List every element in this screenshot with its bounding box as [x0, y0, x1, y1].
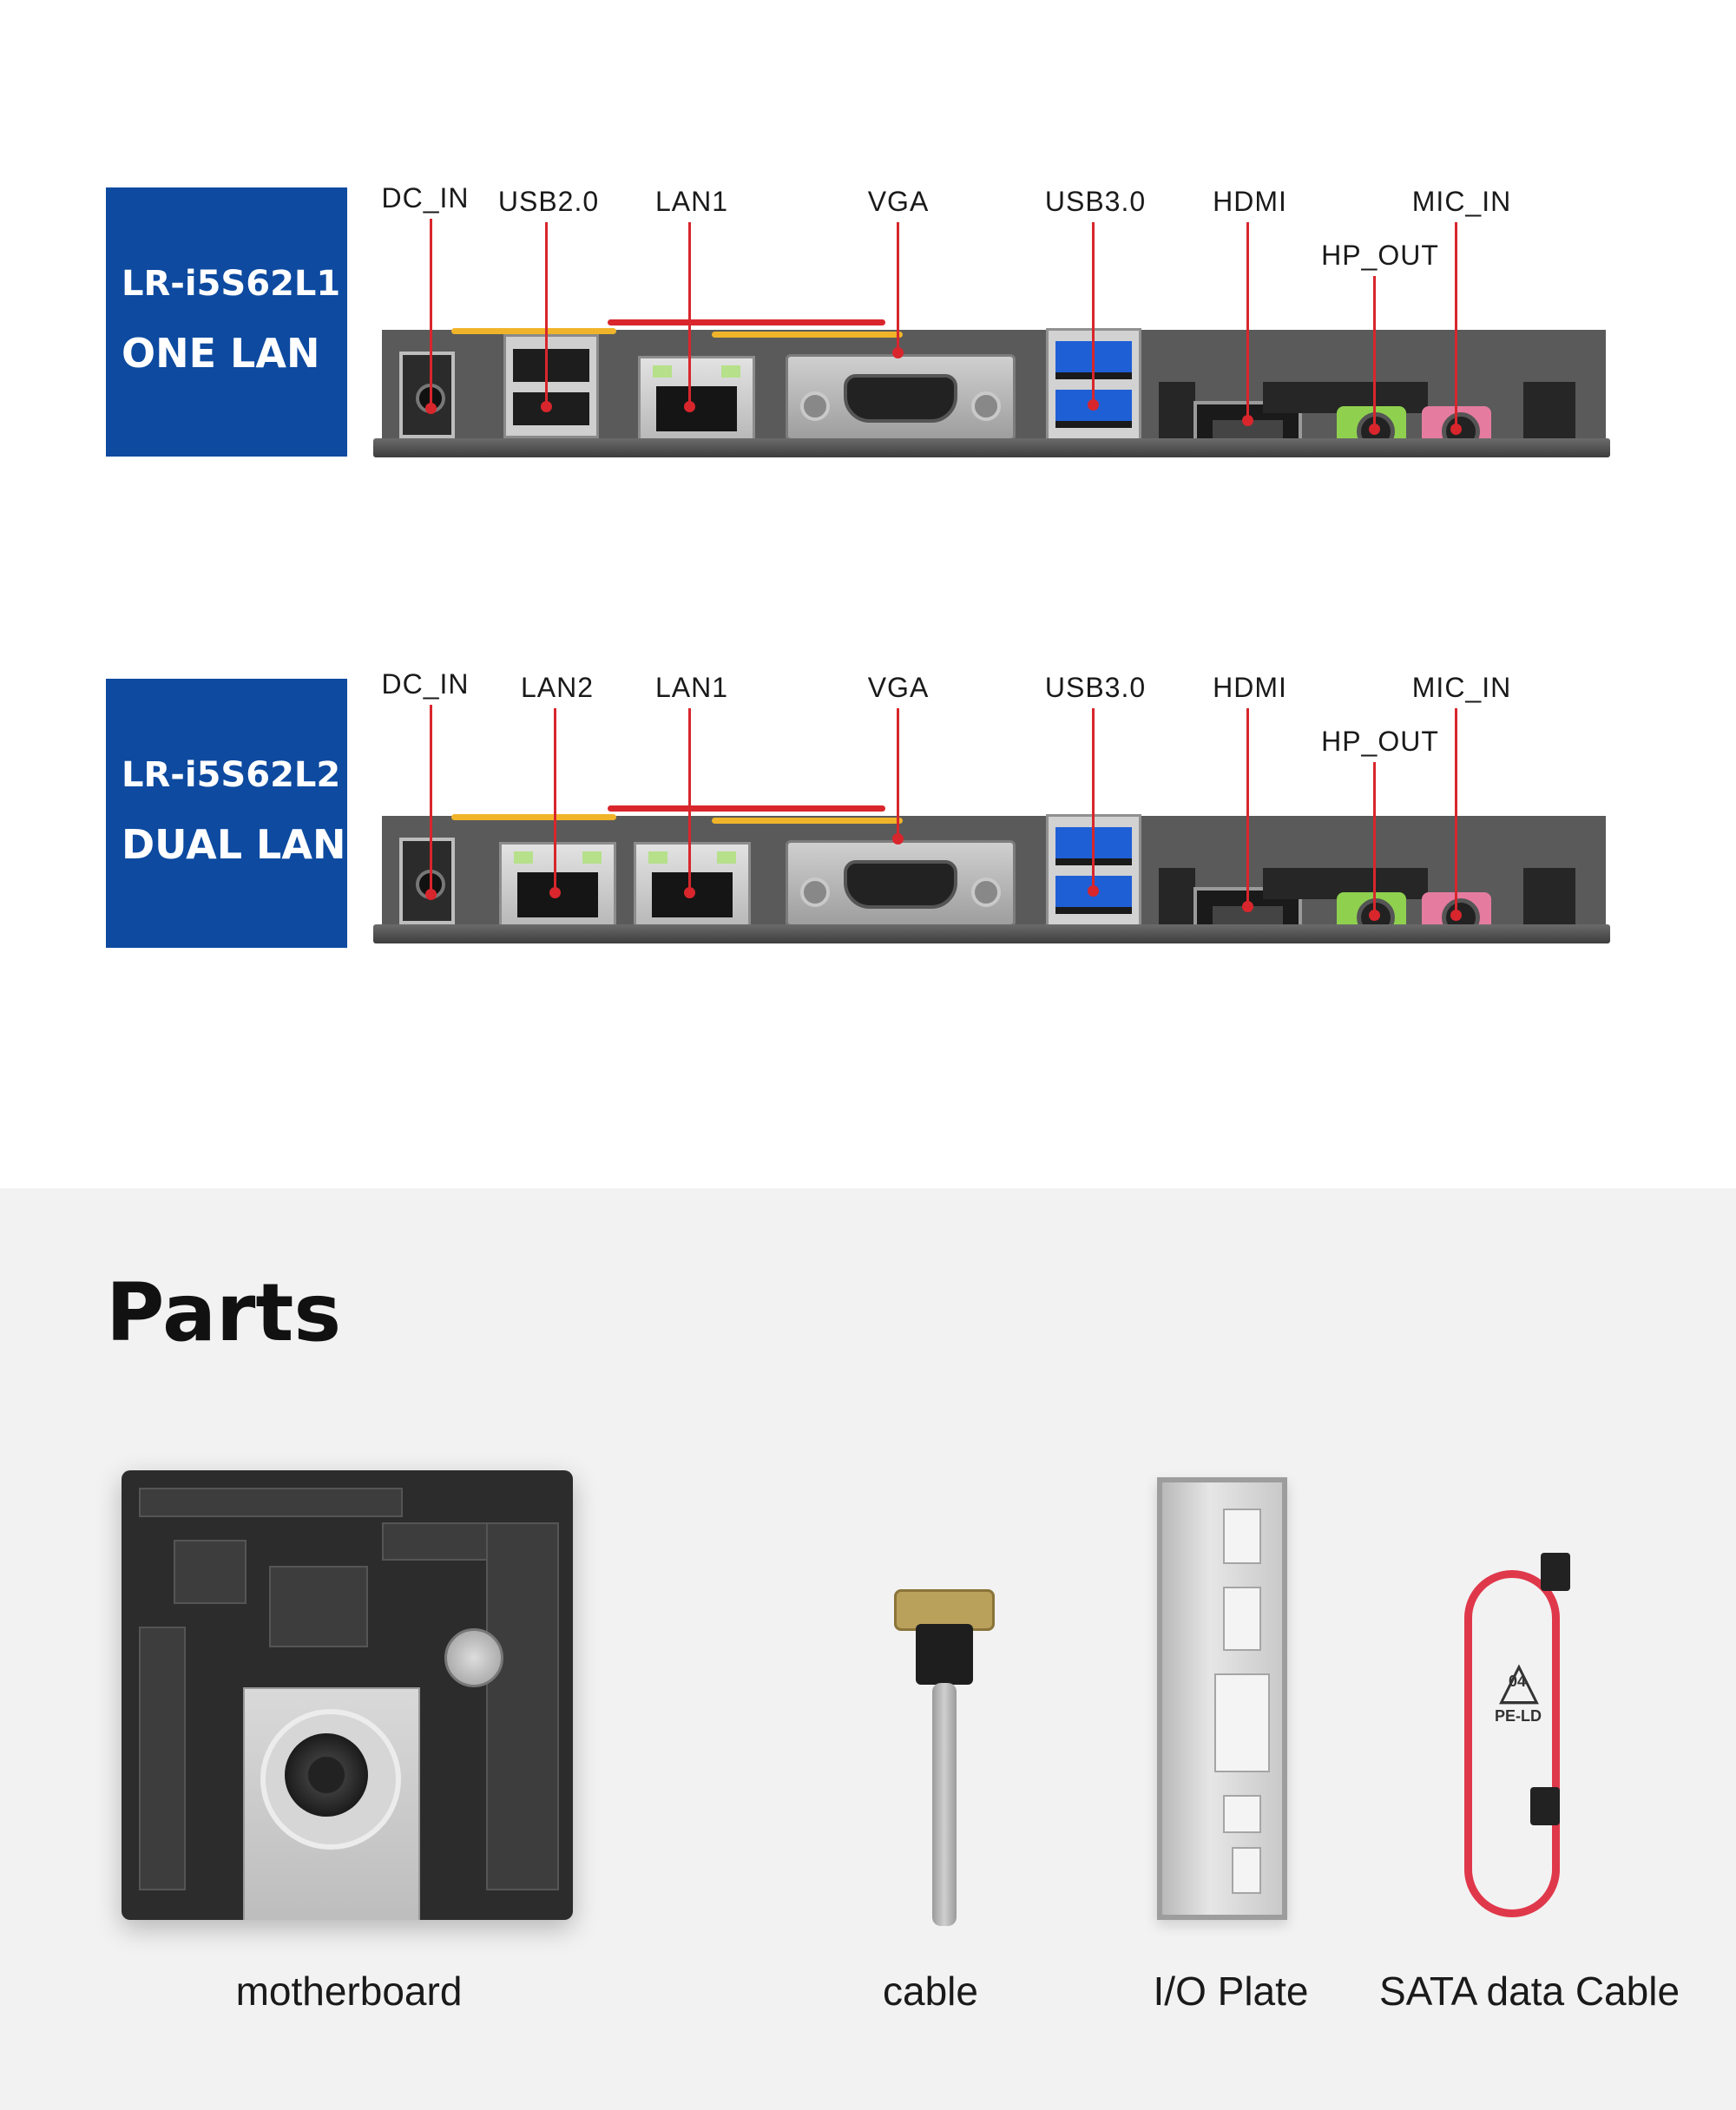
model-badge: LR-i5S62L1 ONE LAN: [106, 187, 347, 457]
recycle-material: PE-LD: [1495, 1707, 1542, 1725]
leader-lan1: [684, 708, 695, 898]
leader-vga: [892, 222, 904, 358]
fan-wire: [608, 319, 885, 325]
fan-wire: [608, 805, 885, 812]
leader-mic-in: [1450, 708, 1462, 921]
lan1-port: [638, 356, 755, 443]
label-usb3: USB3.0: [1044, 186, 1147, 217]
part-caption-cable: cable: [883, 1969, 978, 2014]
dc-in-jack: [399, 838, 455, 924]
leader-usb2: [541, 222, 552, 412]
vga-port: [786, 354, 1016, 441]
label-hdmi: HDMI: [1213, 672, 1287, 703]
label-vga: VGA: [867, 672, 930, 703]
label-dc-in: DC_IN: [381, 182, 470, 214]
model-name: LR-i5S62L1: [122, 264, 341, 304]
board-edge: [373, 924, 1610, 943]
model-variant: ONE LAN: [122, 330, 320, 377]
model-variant: DUAL LAN: [122, 821, 346, 868]
part-caption-io-plate: I/O Plate: [1153, 1969, 1309, 2014]
leader-dc-in: [425, 705, 437, 900]
recycle-code: 04: [1509, 1673, 1527, 1690]
leader-lan2: [549, 708, 561, 898]
label-usb3: USB3.0: [1044, 672, 1147, 703]
fan-wire: [451, 814, 616, 820]
io-panel-one-lan: LR-i5S62L1 ONE LAN DC_IN USB2.0 LAN1 VGA…: [0, 174, 1736, 469]
part-caption-motherboard: motherboard: [235, 1969, 463, 2014]
lan2-port: [499, 842, 616, 929]
leader-usb3: [1088, 222, 1099, 411]
leader-hp-out: [1369, 276, 1380, 435]
leader-vga: [892, 708, 904, 845]
leader-hdmi: [1242, 222, 1253, 426]
label-mic-in: MIC_IN: [1411, 672, 1512, 703]
io-panel-dual-lan: LR-i5S62L2 DUAL LAN DC_IN LAN2 LAN1 VGA …: [0, 660, 1736, 955]
serial-cable-icon: [885, 1589, 998, 1932]
recycle-icon: △ 04 PE-LD: [1495, 1651, 1542, 1725]
lan1-port: [634, 842, 751, 929]
fan-wire: [712, 818, 903, 824]
label-lan1: LAN1: [654, 672, 729, 703]
model-badge: LR-i5S62L2 DUAL LAN: [106, 679, 347, 948]
label-hp-out: HP_OUT: [1321, 240, 1439, 271]
label-vga: VGA: [867, 186, 930, 217]
component-block: [1523, 382, 1575, 441]
fan-wire: [451, 328, 616, 334]
label-lan1: LAN1: [654, 186, 729, 217]
leader-hdmi: [1242, 708, 1253, 912]
dc-in-jack: [399, 352, 455, 438]
leader-lan1: [684, 222, 695, 412]
component-block: [1523, 868, 1575, 927]
component-block: [1159, 868, 1195, 927]
usb2-port: [503, 334, 599, 438]
label-mic-in: MIC_IN: [1411, 186, 1512, 217]
motherboard-icon: [122, 1470, 573, 1920]
label-dc-in: DC_IN: [381, 668, 470, 700]
parts-title: Parts: [106, 1266, 342, 1359]
parts-section: Parts motherboard cable I/O Plate △ 04: [0, 1188, 1736, 2110]
leader-mic-in: [1450, 222, 1462, 435]
io-plate-icon: [1157, 1477, 1287, 1920]
leader-dc-in: [425, 219, 437, 414]
sata-cable-icon: △ 04 PE-LD: [1454, 1553, 1593, 1926]
component-block: [1159, 382, 1195, 441]
model-name: LR-i5S62L2: [122, 755, 341, 795]
label-lan2: LAN2: [520, 672, 595, 703]
label-hp-out: HP_OUT: [1321, 726, 1439, 757]
vga-port: [786, 840, 1016, 927]
board-edge: [373, 438, 1610, 457]
label-usb2: USB2.0: [497, 186, 600, 217]
label-hdmi: HDMI: [1213, 186, 1287, 217]
leader-hp-out: [1369, 762, 1380, 921]
leader-usb3: [1088, 708, 1099, 897]
fan-wire: [712, 332, 903, 338]
part-caption-sata: SATA data Cable: [1378, 1969, 1680, 2014]
